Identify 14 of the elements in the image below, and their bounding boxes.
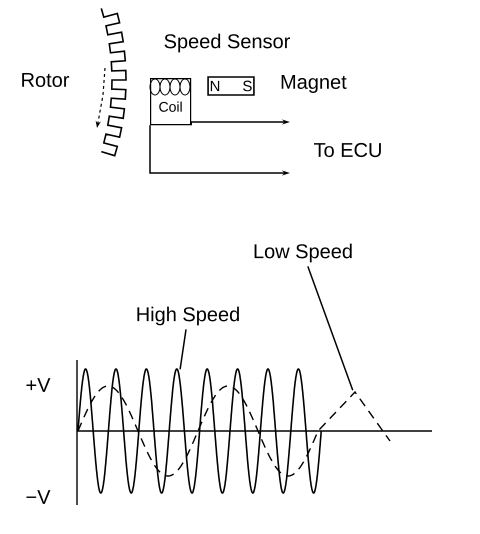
coil-box: Coil [150, 78, 192, 126]
curve-label: High Speed [137, 306, 239, 326]
sensor-label: Speed Sensor [164, 34, 290, 52]
leader-line [179, 329, 187, 370]
curve-label: Low Speed [254, 244, 352, 262]
rotor-label: Rotor [22, 73, 70, 87]
voltage-label: −V [26, 490, 50, 504]
low-speed-waveform [77, 385, 391, 477]
high-speed-waveform [77, 368, 322, 494]
voltage-label: +V [26, 378, 50, 392]
output-label: To ECU [314, 142, 381, 158]
leader-line [307, 266, 354, 391]
node-label: Magnet [282, 75, 347, 93]
magnet-box: N S Magnet [207, 75, 347, 96]
